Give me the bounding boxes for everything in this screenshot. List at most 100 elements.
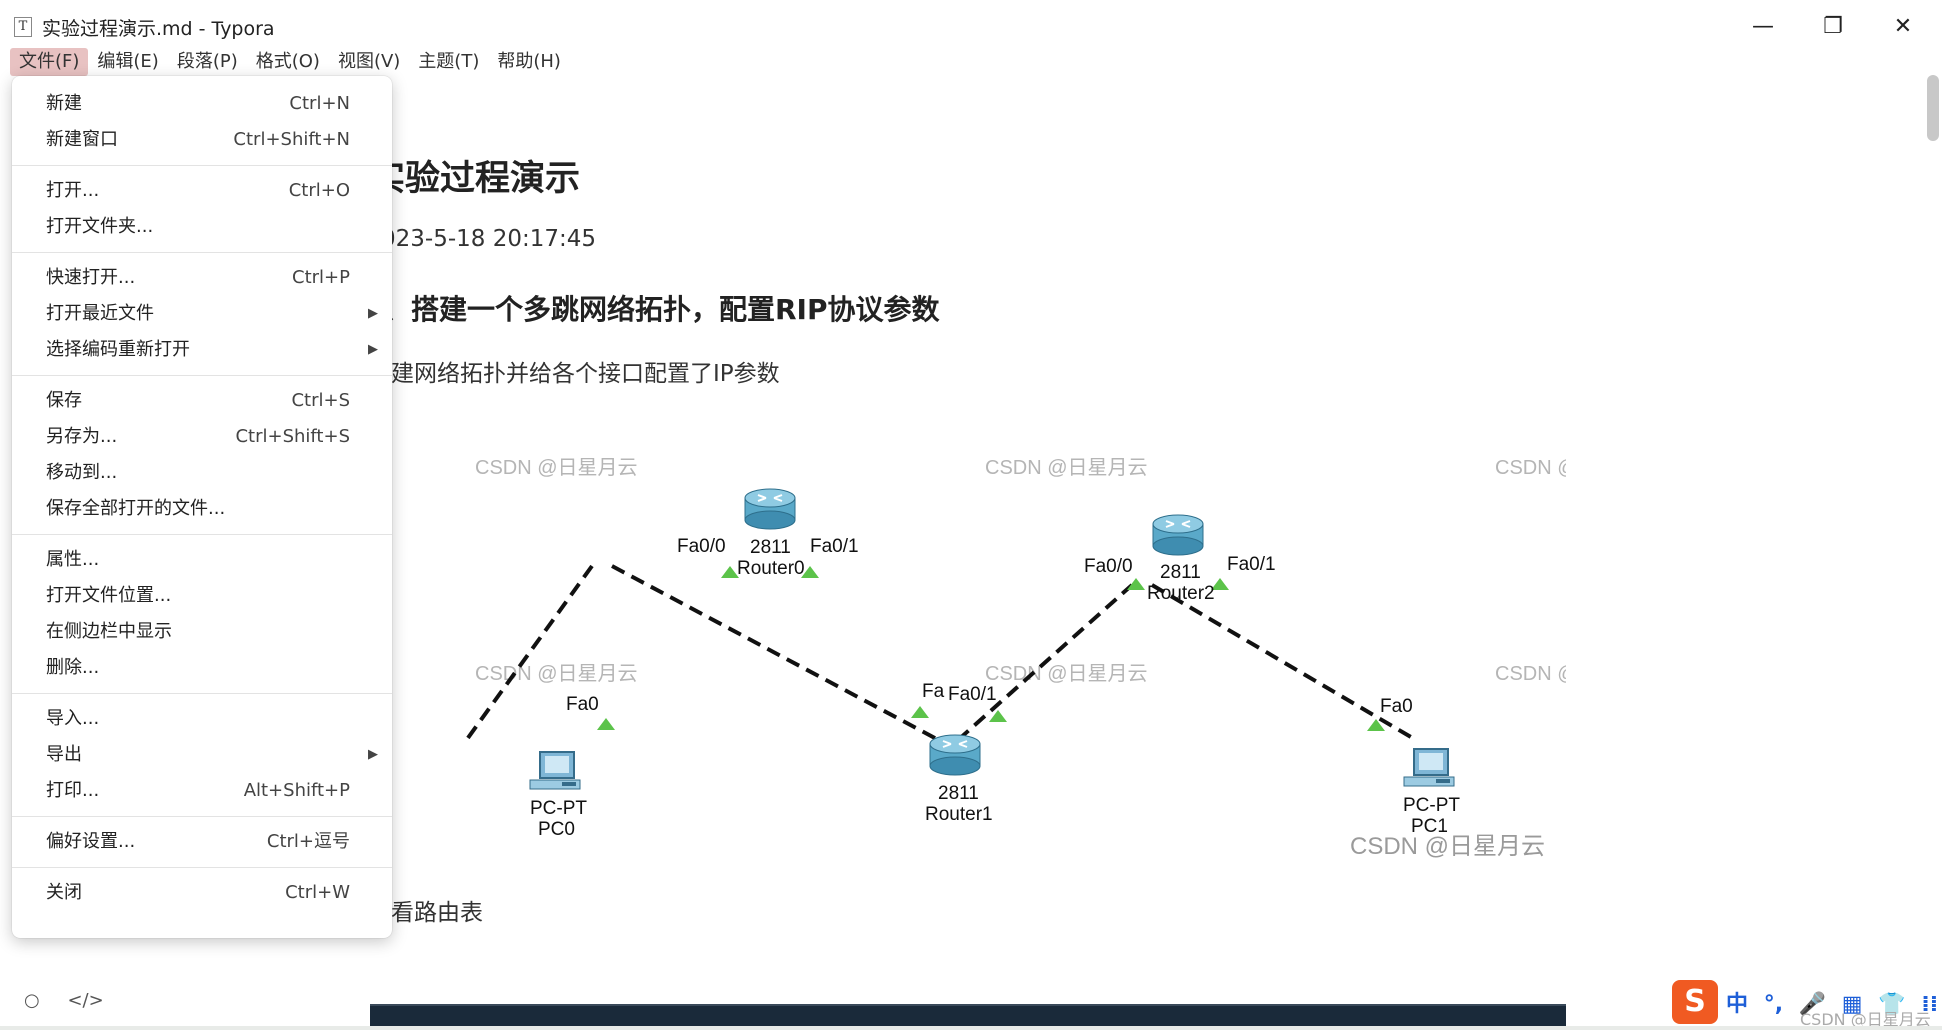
ime-chinese-mode[interactable]: 中 [1726, 992, 1749, 1017]
ime-keyboard-icon[interactable]: ▦ [1841, 992, 1863, 1017]
pc0-name: PC0 [538, 819, 575, 840]
ime-skin-icon[interactable]: 👕 [1878, 992, 1906, 1017]
file-menu-item-label: 另存为... [46, 426, 118, 447]
file-menu-item-label: 打开最近文件 [46, 303, 154, 324]
taskbar-edge [0, 1026, 1942, 1030]
menu-separator [12, 165, 392, 166]
file-menu-item-label: 新建窗口 [46, 129, 118, 150]
port-indicator [801, 566, 819, 578]
pc0-if: Fa0 [566, 694, 599, 715]
file-menu-item[interactable]: 打印...Alt+Shift+P [12, 773, 392, 809]
file-menu-item-shortcut: Ctrl+Shift+S [235, 426, 350, 447]
port-indicator [1211, 578, 1229, 590]
file-menu-item[interactable]: 偏好设置... Ctrl+逗号 [12, 824, 392, 860]
ime-grid-icon[interactable]: ⁞⁞ [1921, 992, 1939, 1017]
file-menu-item[interactable]: 快速打开... Ctrl+P [12, 260, 392, 296]
router2-if-right: Fa0/1 [1227, 554, 1276, 575]
file-menu-item-label: 在侧边栏中显示 [46, 621, 172, 642]
menu-file[interactable]: 文件(F) [10, 48, 89, 76]
file-menu-item[interactable]: 选择编码重新打开▶ [12, 332, 392, 368]
pc0-type: PC-PT [530, 798, 587, 819]
router0-if-left: Fa0/0 [677, 536, 726, 557]
code-icon[interactable]: </> [67, 990, 104, 1011]
file-menu-item[interactable]: 移动到... [12, 455, 392, 491]
file-menu-item-label: 保存全部打开的文件... [46, 498, 226, 519]
file-menu-item[interactable]: 导出 ▶ [12, 737, 392, 773]
router0-name: Router0 [737, 558, 805, 579]
file-menu-item[interactable]: 删除... [12, 650, 392, 686]
menu-edit[interactable]: 编辑(E) [97, 51, 159, 72]
file-menu-item[interactable]: 打开...Ctrl+O [12, 173, 392, 209]
file-menu-item-shortcut: Ctrl+W [285, 882, 350, 903]
document-timestamp: 023-5-18 20:17:45 [381, 226, 597, 252]
file-menu-item[interactable]: 打开最近文件▶ [12, 296, 392, 332]
ime-microphone-icon[interactable]: 🎤 [1798, 992, 1827, 1017]
status-bar: ○ </> [24, 990, 126, 1011]
file-menu-item-label: 删除... [46, 657, 100, 678]
ime-punctuation-icon[interactable]: °, [1763, 992, 1784, 1017]
watermark: CSDN @日星月云 [985, 663, 1148, 685]
port-indicator [597, 718, 615, 730]
port-indicator [1367, 719, 1385, 731]
watermark: CSDN @ [1495, 663, 1566, 685]
file-menu-item-label: 导出 [46, 744, 82, 765]
file-menu-item-label: 偏好设置... [46, 831, 136, 852]
submenu-arrow-icon: ▶ [368, 342, 378, 357]
file-menu-item-shortcut: Ctrl+P [292, 267, 350, 288]
file-menu-item-label: 关闭 [46, 882, 82, 903]
circle-icon[interactable]: ○ [24, 990, 40, 1011]
menu-paragraph[interactable]: 段落(P) [176, 51, 238, 72]
watermark: CSDN @日星月云 [1800, 1010, 1931, 1029]
watermark: CSDN @日星月云 [475, 457, 638, 479]
file-menu-item[interactable]: 导入... [12, 701, 392, 737]
file-menu-item-shortcut: Ctrl+N [289, 93, 350, 114]
menu-separator [12, 693, 392, 694]
network-topology-image: CSDN @日星月云 CSDN @日星月云 CSDN @ CSDN @日星月云 … [463, 457, 1566, 860]
router2-name: Router2 [1147, 583, 1215, 604]
menu-format[interactable]: 格式(O) [255, 51, 320, 72]
file-menu-item-label: 属性... [46, 549, 100, 570]
menu-theme[interactable]: 主题(T) [418, 51, 480, 72]
router-2-icon [1152, 514, 1204, 556]
close-button[interactable]: ✕ [1893, 14, 1913, 39]
file-menu-item[interactable]: 打开文件位置... [12, 578, 392, 614]
menu-separator [12, 816, 392, 817]
file-menu-item-label: 导入... [46, 708, 100, 729]
pc1-if: Fa0 [1380, 696, 1413, 717]
file-menu-item[interactable]: 属性... [12, 542, 392, 578]
router2-if-left: Fa0/0 [1084, 556, 1133, 577]
typora-app-icon: T [14, 17, 32, 37]
file-menu-item-shortcut: Ctrl+逗号 [266, 831, 350, 852]
file-menu-item[interactable]: 保存全部打开的文件... [12, 491, 392, 527]
document-paragraph: 看路由表 [391, 900, 483, 926]
file-menu-item[interactable]: 在侧边栏中显示 [12, 614, 392, 650]
router1-model: 2811 [938, 783, 979, 804]
router2-model: 2811 [1160, 562, 1201, 583]
sogou-logo-icon[interactable]: S [1672, 980, 1718, 1024]
menu-separator [12, 252, 392, 253]
pc-1-icon [1403, 748, 1455, 787]
link-router2-pc1 [1150, 583, 1418, 742]
file-menu-item-label: 快速打开... [46, 267, 136, 288]
menu-help[interactable]: 帮助(H) [497, 51, 561, 72]
file-menu-item[interactable]: 打开文件夹... [12, 209, 392, 245]
submenu-arrow-icon: ▶ [368, 747, 378, 762]
link-router0-router1 [611, 564, 949, 747]
file-menu-item[interactable]: 关闭 Ctrl+W [12, 875, 392, 911]
pc-0-icon [529, 751, 581, 790]
pc1-name: PC1 [1411, 816, 1448, 837]
routing-table-image [370, 1004, 1566, 1030]
file-menu-item[interactable]: 另存为... Ctrl+Shift+S [12, 419, 392, 455]
document-heading-1: 实验过程演示 [370, 159, 581, 199]
ime-toolbar: S 中 °, 🎤 ▦ 👕 ⁞⁞ [1672, 980, 1942, 1024]
maximize-button[interactable]: ❐ [1823, 14, 1843, 39]
menu-view[interactable]: 视图(V) [337, 51, 401, 72]
file-menu-item-shortcut: Alt+Shift+P [243, 780, 350, 801]
minimize-button[interactable]: — [1752, 14, 1774, 39]
link-router0-pc0 [463, 564, 594, 744]
vertical-scrollbar[interactable] [1927, 75, 1939, 141]
